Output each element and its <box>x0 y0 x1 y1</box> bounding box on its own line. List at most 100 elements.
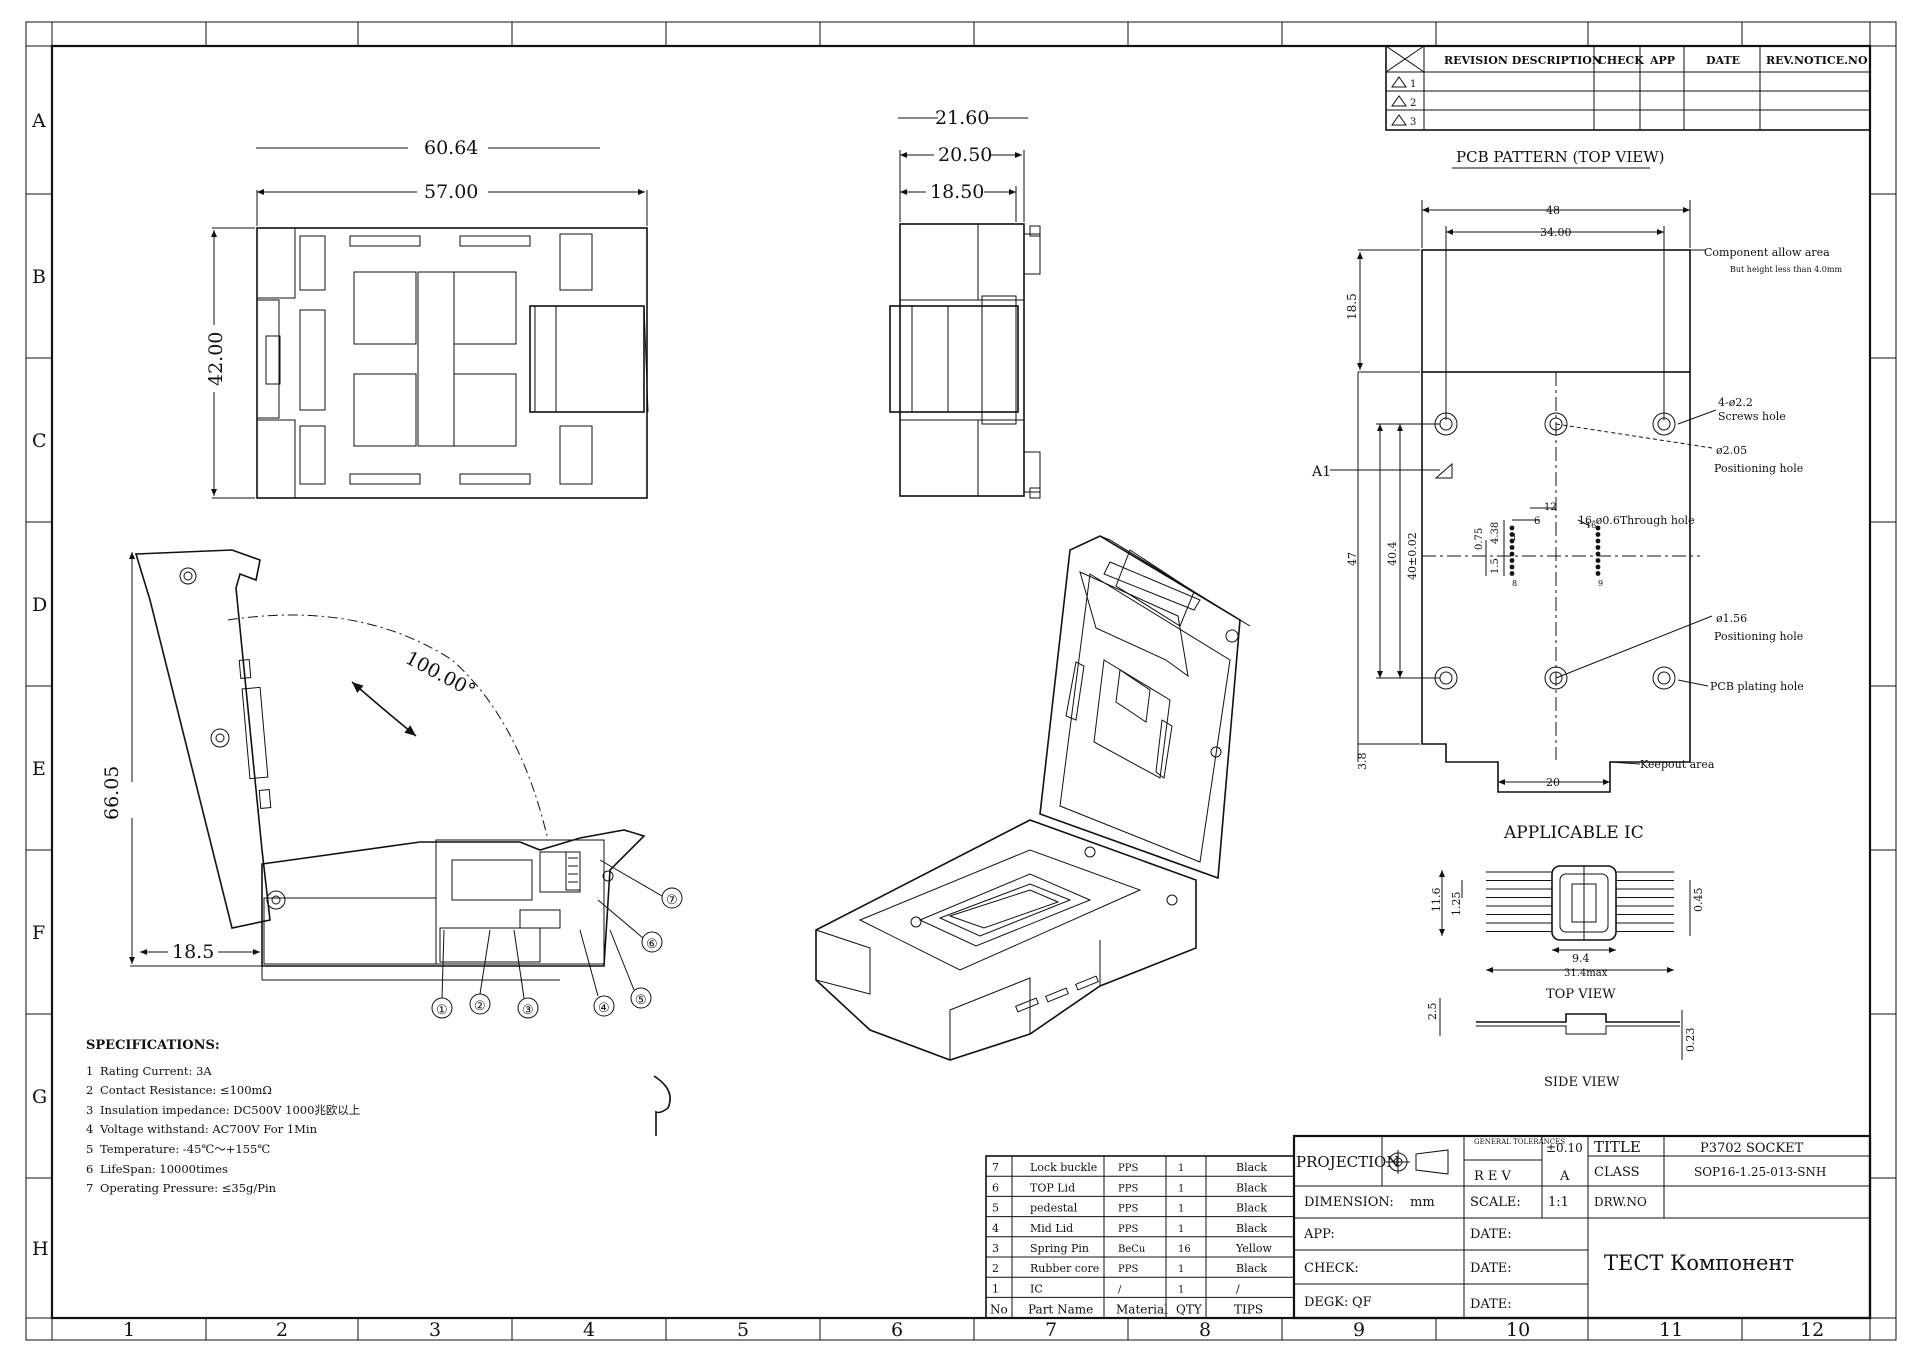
tb-date-2: DATE: <box>1470 1261 1512 1276</box>
tb-date-1: DATE: <box>1470 1227 1512 1242</box>
tb-date-3: DATE: <box>1470 1297 1512 1312</box>
pcb-dim-0-75: 0.75 <box>1474 528 1485 550</box>
bom-cell: 1 <box>1178 1264 1184 1275</box>
ic-dim-11-6: 11.6 <box>1430 888 1443 913</box>
bom-cell: PPS <box>1118 1183 1138 1194</box>
row-label-A: A <box>31 110 46 132</box>
pcb-pos-b-sub: Positioning hole <box>1714 630 1803 643</box>
pcb-hole-inner <box>1439 671 1453 685</box>
tb-projection: PROJECTION <box>1296 1153 1399 1171</box>
tb-scale-label: SCALE: <box>1470 1195 1521 1210</box>
pcb-component-allow-sub: But height less than 4.0mm <box>1730 265 1842 274</box>
bom-cell: / <box>1236 1282 1240 1295</box>
pcb-pin-9: 9 <box>1598 579 1603 588</box>
col-label-6: 6 <box>891 1319 903 1341</box>
pcb-dim-1-5: 1.5 <box>1490 558 1501 574</box>
pcb-pos-b-label: ø1.56 <box>1716 612 1747 625</box>
callout-6: ⑥ <box>646 937 658 952</box>
bom-cell: Black <box>1236 1202 1267 1215</box>
pcb-dim-20: 20 <box>1546 776 1560 789</box>
open-dim-base: 18.5 <box>172 941 214 963</box>
rev-header-check: CHECK <box>1598 54 1644 67</box>
rev-mark-1: 1 <box>1410 79 1416 90</box>
socket-top-view: 57.00 60.64 42.00 <box>205 137 649 499</box>
top-dim-width-outer: 57.00 <box>424 181 478 203</box>
ic-side-label: SIDE VIEW <box>1544 1075 1620 1090</box>
bom-cell: BeCu <box>1118 1244 1146 1255</box>
tb-rev: A <box>1559 1169 1570 1184</box>
pcb-pin-left <box>1509 571 1515 576</box>
pcb-pos-a-sub: Positioning hole <box>1714 462 1803 475</box>
callout-7: ⑦ <box>666 893 678 908</box>
title-block: PROJECTION GENERAL TOLERANCES ±0.10 TITL… <box>1292 1134 1872 1320</box>
applicable-ic: APPLICABLE IC 11.6 1.25 0.45 9.4 31.4max… <box>1426 823 1705 1090</box>
tb-degk-label: DEGK: <box>1304 1295 1348 1310</box>
tb-title: P3702 SOCKET <box>1700 1141 1804 1156</box>
pcb-pin-left <box>1509 532 1515 537</box>
callout-5: ⑤ <box>635 993 647 1008</box>
col-label-2: 2 <box>276 1319 288 1341</box>
pcb-pin-right <box>1595 532 1601 537</box>
bom-cell: 1 <box>1178 1163 1184 1174</box>
pcb-pin-left <box>1509 558 1515 563</box>
pcb-dim-6: 6 <box>1534 516 1540 527</box>
ic-dim-2-5: 2.5 <box>1426 1003 1439 1021</box>
spec-item-text: Operating Pressure: ≤35g/Pin <box>100 1181 277 1196</box>
bom-cell: pedestal <box>1030 1202 1078 1215</box>
spec-item-text: LifeSpan: 10000times <box>100 1161 228 1176</box>
pcb-pin-right <box>1595 545 1601 550</box>
bom-cell: 16 <box>1178 1244 1191 1255</box>
pcb-pin-right <box>1595 551 1601 557</box>
col-label-5: 5 <box>737 1319 749 1341</box>
bom-cell: Yellow <box>1235 1242 1272 1255</box>
pcb-pin-right <box>1595 558 1601 563</box>
bom-cell: 1 <box>1178 1204 1184 1215</box>
rev-mark-2: 2 <box>1410 98 1416 109</box>
pcb-hole-inner <box>1549 671 1563 685</box>
pcb-dim-40-4: 40.4 <box>1386 542 1399 567</box>
bom-header: TIPS <box>1234 1303 1263 1317</box>
bom-cell: 1 <box>1178 1224 1184 1235</box>
pcb-screws-sub: Screws hole <box>1718 410 1786 423</box>
tb-company: ТЕСТ Компонент <box>1604 1251 1794 1275</box>
ic-top-label: TOP VIEW <box>1546 987 1616 1002</box>
col-label-4: 4 <box>583 1319 595 1341</box>
tb-title-label: TITLE <box>1594 1138 1641 1156</box>
row-label-D: D <box>32 594 47 616</box>
bom-cell: Spring Pin <box>1030 1242 1089 1255</box>
col-label-3: 3 <box>429 1319 441 1341</box>
tb-general-tol: GENERAL TOLERANCES <box>1474 1138 1565 1146</box>
bom-header: No <box>990 1303 1008 1317</box>
pcb-pin-left <box>1509 564 1515 570</box>
pcb-pin-left <box>1509 538 1515 544</box>
row-label-G: G <box>32 1086 47 1108</box>
tb-class-label: CLASS <box>1594 1165 1640 1180</box>
pcb-pattern: PCB PATTERN (TOP VIEW) 48 34.00 18.5 47 … <box>1311 148 1842 793</box>
ic-dim-31-4: 31.4max <box>1564 968 1608 979</box>
tb-app-label: APP: <box>1303 1227 1335 1242</box>
pcb-hole-inner <box>1549 417 1563 431</box>
col-label-8: 8 <box>1199 1319 1211 1341</box>
pcb-hole-outer <box>1544 412 1568 436</box>
spec-item-text: Temperature: -45℃～+155℃ <box>100 1141 271 1156</box>
bom-cell: Lock buckle <box>1030 1161 1097 1174</box>
ic-title: APPLICABLE IC <box>1503 823 1644 843</box>
top-dim-height: 42.00 <box>205 332 227 386</box>
rev-header-date: DATE <box>1706 54 1740 67</box>
spec-item-number: 4 <box>86 1122 94 1137</box>
spec-title: SPECIFICATIONS: <box>86 1038 220 1053</box>
pcb-plating-label: PCB plating hole <box>1710 680 1804 693</box>
pcb-dim-4-38: 4.38 <box>1490 522 1501 544</box>
bom-cell: PPS <box>1118 1163 1138 1174</box>
callout-1: ① <box>436 1003 448 1018</box>
pcb-pin-right <box>1595 538 1601 544</box>
pcb-pin-16: 16 <box>1586 521 1596 530</box>
tb-tol: ±0.10 <box>1546 1141 1583 1155</box>
